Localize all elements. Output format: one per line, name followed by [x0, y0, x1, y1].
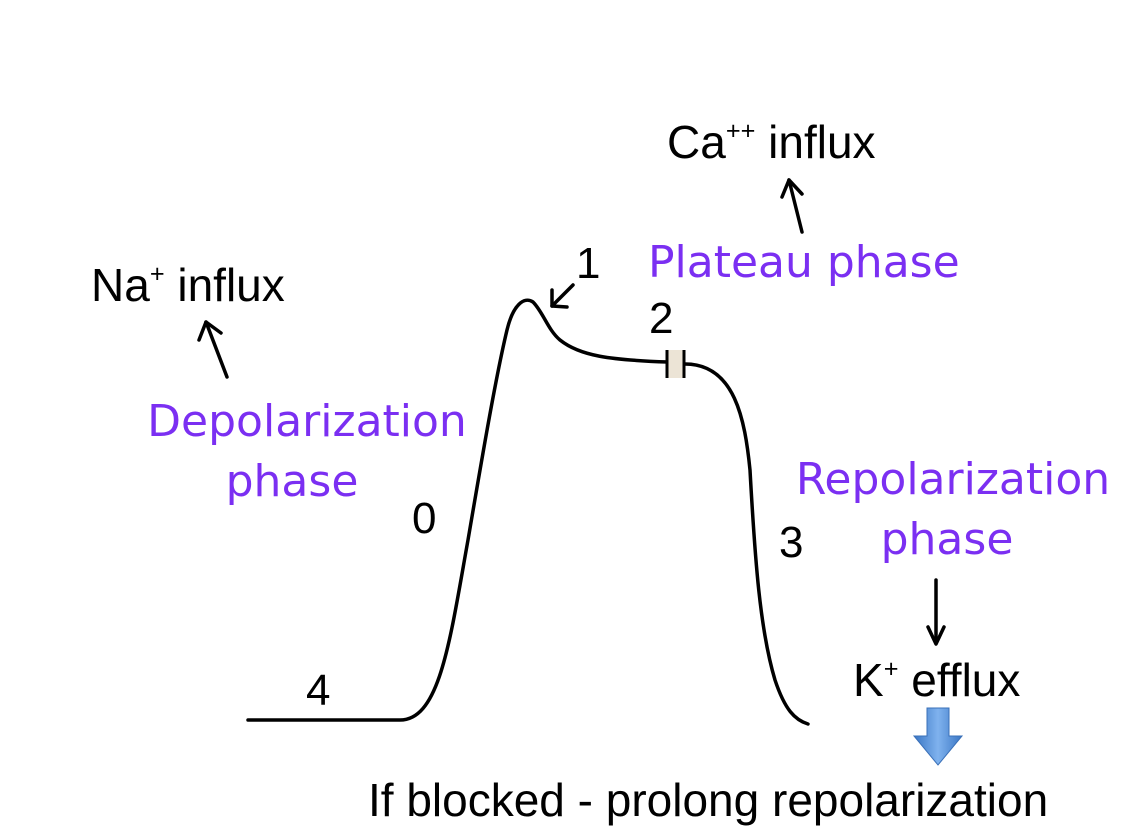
na-influx-text: influx [177, 259, 285, 311]
na-influx-arrow [197, 320, 229, 379]
blocked-note: If blocked - prolong repolarization [368, 774, 1049, 826]
repolarization-line1: Repolarization [795, 454, 1111, 505]
block-down-arrow-icon [912, 707, 964, 766]
ca-influx-text: influx [768, 116, 876, 168]
depolarization-phase-label: Depolarization phase [134, 400, 480, 504]
na-influx-label: Na+ influx [91, 259, 285, 311]
plateau-break-mark [665, 350, 686, 378]
action-potential-curve [246, 298, 670, 722]
phase-number-4: 4 [306, 666, 331, 715]
depolarization-line1: Depolarization [147, 396, 467, 447]
phase-number-1: 1 [576, 239, 601, 288]
k-efflux-label: K+ efflux [853, 654, 1021, 706]
phase-number-0: 0 [412, 494, 437, 543]
phase-1-arrow [550, 283, 575, 309]
k-efflux-text: efflux [911, 654, 1021, 706]
plateau-phase-label: Plateau phase [648, 237, 960, 288]
na-ion: Na [91, 259, 150, 311]
depolarization-line2: phase [225, 456, 359, 507]
k-ion: K [853, 654, 884, 706]
k-charge: + [883, 655, 899, 684]
repolarization-phase-label: Repolarization phase [782, 458, 1124, 562]
ca-influx-label: Ca++ influx [667, 116, 876, 168]
phase-number-3: 3 [779, 518, 804, 567]
repolarization-curve [683, 362, 810, 726]
k-efflux-arrow [926, 578, 946, 646]
phase-number-2: 2 [649, 294, 674, 343]
ca-influx-arrow [780, 178, 804, 234]
ca-ion: Ca [667, 116, 726, 168]
repolarization-line2: phase [880, 514, 1014, 565]
na-charge: + [149, 260, 165, 289]
ca-charge: ++ [725, 117, 756, 146]
